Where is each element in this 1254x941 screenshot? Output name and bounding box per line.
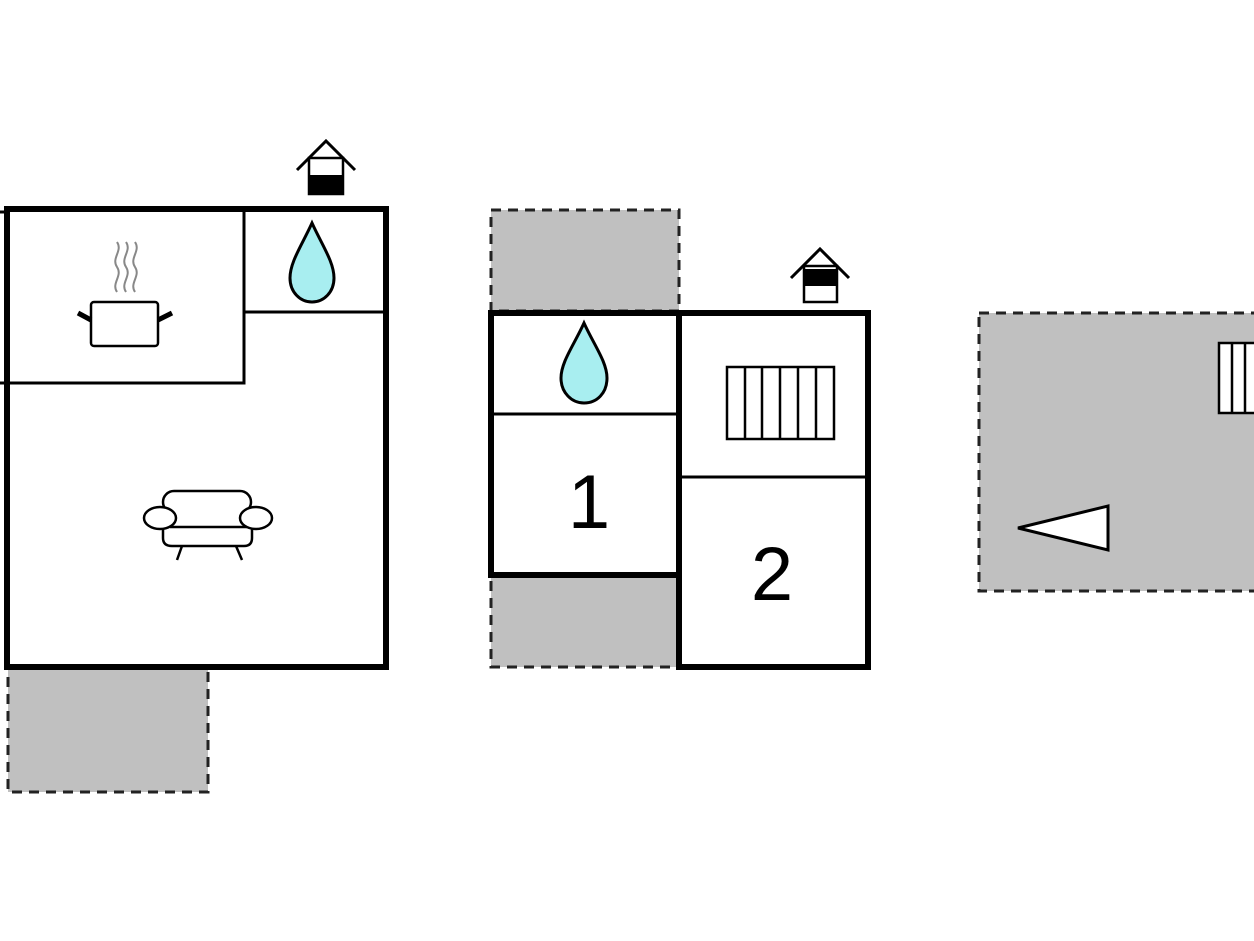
outdoor-area-right (977, 311, 1254, 593)
terrace-ground-floor (6, 666, 210, 794)
cooking-pot-icon (76, 241, 174, 348)
bedroom-2-number: 2 (751, 532, 793, 617)
kitchen-wall (7, 212, 246, 385)
entrance-icon (789, 246, 851, 304)
direction-arrow-icon (1017, 504, 1110, 552)
balcony-upper-top (489, 208, 681, 313)
bedroom-1-number: 1 (568, 460, 610, 545)
balcony-upper-bottom (489, 573, 681, 669)
entrance-icon (295, 138, 357, 196)
stairs-icon (1217, 341, 1254, 415)
sofa-icon (142, 489, 274, 561)
water-drop-icon (288, 219, 336, 304)
stairs-icon (725, 365, 836, 441)
water-drop-icon (559, 319, 609, 405)
